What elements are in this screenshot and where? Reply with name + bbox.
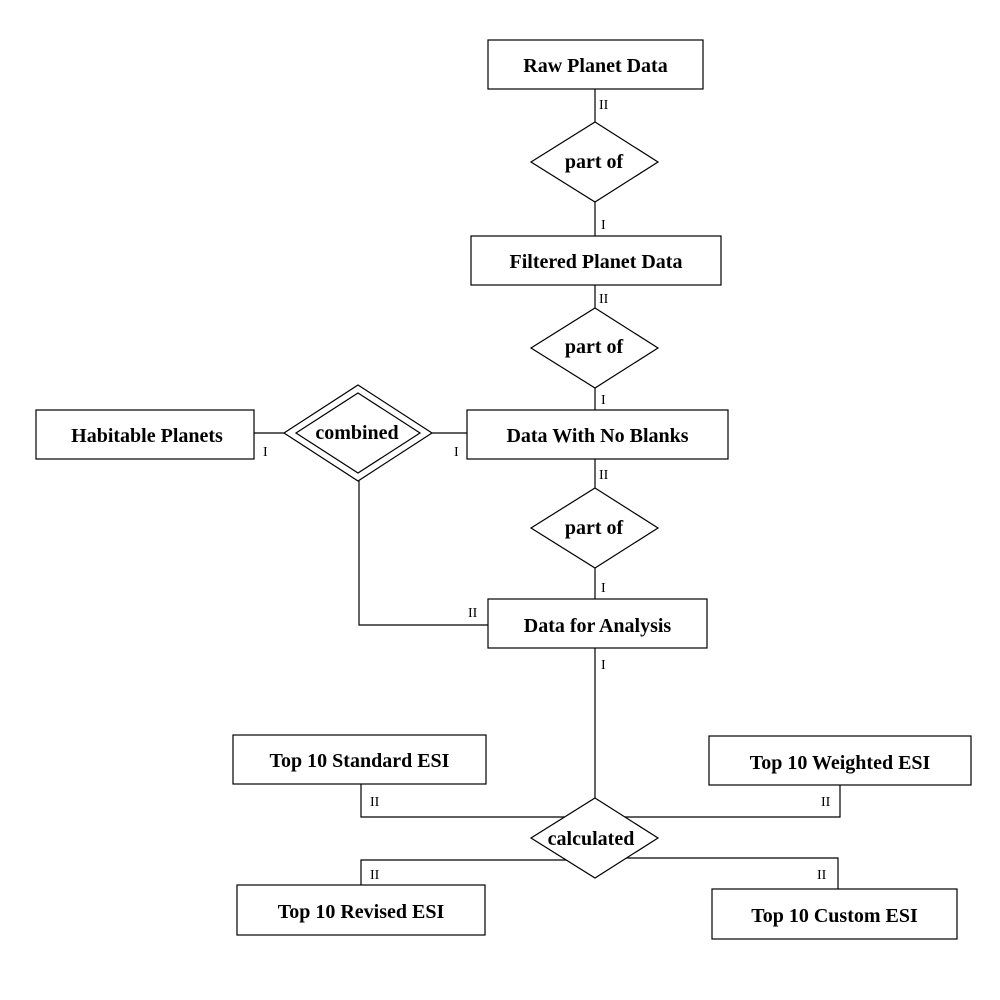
relationship-part-of-3: part of (529, 487, 660, 569)
relationship-label: part of (565, 151, 624, 173)
entity-raw-planet-data: Raw Planet Data (487, 39, 704, 90)
entity-data-with-no-blanks: Data With No Blanks (466, 409, 729, 460)
entity-label: Data With No Blanks (506, 425, 688, 447)
entity-filtered-planet-data: Filtered Planet Data (470, 235, 722, 286)
cardinality-raw-to-rel1: II (599, 98, 609, 113)
entity-top10-custom-esi: Top 10 Custom ESI (711, 888, 958, 940)
entity-data-for-analysis: Data for Analysis (487, 598, 708, 649)
relationship-label: part of (565, 517, 624, 539)
entity-label: Top 10 Standard ESI (270, 750, 450, 772)
cardinality-calc-to-weighted: II (821, 795, 831, 810)
line-calc-to-custom (622, 857, 839, 889)
relationship-combined: combined (282, 384, 434, 482)
line-calc-to-standard (360, 784, 568, 818)
entity-label: Top 10 Custom ESI (751, 905, 918, 927)
relationship-label: calculated (548, 828, 635, 850)
entity-label: Data for Analysis (524, 615, 672, 637)
cardinality-analysis-to-calculated: I (601, 658, 606, 673)
cardinality-rel3-to-analysis: I (601, 581, 606, 596)
cardinality-labels: II I II I I I II I II I II II II II (263, 98, 831, 883)
cardinality-calc-to-standard: II (370, 795, 380, 810)
relationship-label: part of (565, 336, 624, 358)
entity-habitable-planets: Habitable Planets (35, 409, 255, 460)
cardinality-filtered-to-rel2: II (599, 292, 609, 307)
entity-label: Top 10 Revised ESI (278, 901, 445, 923)
line-calc-to-revised (360, 859, 568, 885)
cardinality-noblanks-to-rel3: II (599, 468, 609, 483)
relationship-label: combined (315, 422, 398, 444)
line-calc-to-weighted (622, 785, 841, 818)
cardinality-combined-to-analysis: II (468, 606, 478, 621)
relationship-part-of-1: part of (529, 121, 660, 203)
cardinality-calc-to-revised: II (370, 868, 380, 883)
entity-label: Filtered Planet Data (510, 251, 683, 273)
cardinality-habitable-to-combined: I (263, 445, 268, 460)
entity-top10-weighted-esi: Top 10 Weighted ESI (708, 735, 972, 786)
entity-label: Habitable Planets (71, 425, 223, 447)
cardinality-rel2-to-noblanks: I (601, 393, 606, 408)
entity-label: Raw Planet Data (523, 55, 667, 77)
cardinality-calc-to-custom: II (817, 868, 827, 883)
cardinality-rel1-to-filtered: I (601, 218, 606, 233)
connector-lines (254, 89, 841, 889)
entity-top10-revised-esi: Top 10 Revised ESI (236, 884, 486, 936)
cardinality-noblanks-to-combined: I (454, 445, 459, 460)
entity-top10-standard-esi: Top 10 Standard ESI (232, 734, 487, 785)
line-combined-to-analysis (358, 481, 488, 626)
relationship-part-of-2: part of (529, 307, 660, 389)
entity-label: Top 10 Weighted ESI (750, 752, 931, 774)
relationship-calculated: calculated (529, 797, 660, 879)
